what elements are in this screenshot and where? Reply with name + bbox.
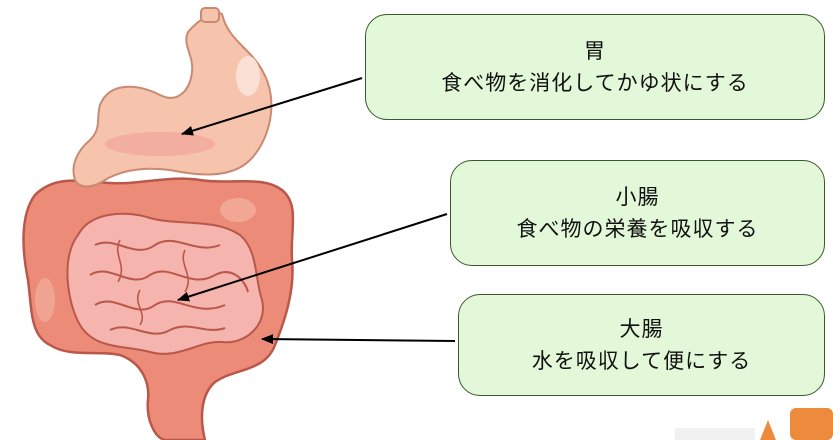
large-intestine-callout-title: 大腸 (619, 317, 664, 341)
small-intestine-arrow (177, 213, 448, 302)
stomach-callout: 胃 食べ物を消化してかゆ状にする (365, 14, 825, 120)
stomach-callout-description: 食べ物を消化してかゆ状にする (441, 71, 749, 95)
stomach-callout-title: 胃 (584, 39, 606, 63)
large-intestine-callout-description: 水を吸収して便にする (531, 349, 752, 373)
corner-decoration-icon (675, 408, 833, 440)
large-intestine-callout: 大腸 水を吸収して便にする (458, 294, 825, 396)
small-intestine-callout: 小腸 食べ物の栄養を吸収する (450, 160, 825, 266)
small-intestine-callout-description: 食べ物の栄養を吸収する (516, 217, 759, 241)
stomach-arrow (181, 77, 363, 136)
large-intestine-arrow (261, 334, 456, 345)
stomach (72, 7, 273, 188)
small-intestine-callout-title: 小腸 (615, 185, 660, 209)
small-intestine (66, 212, 264, 355)
